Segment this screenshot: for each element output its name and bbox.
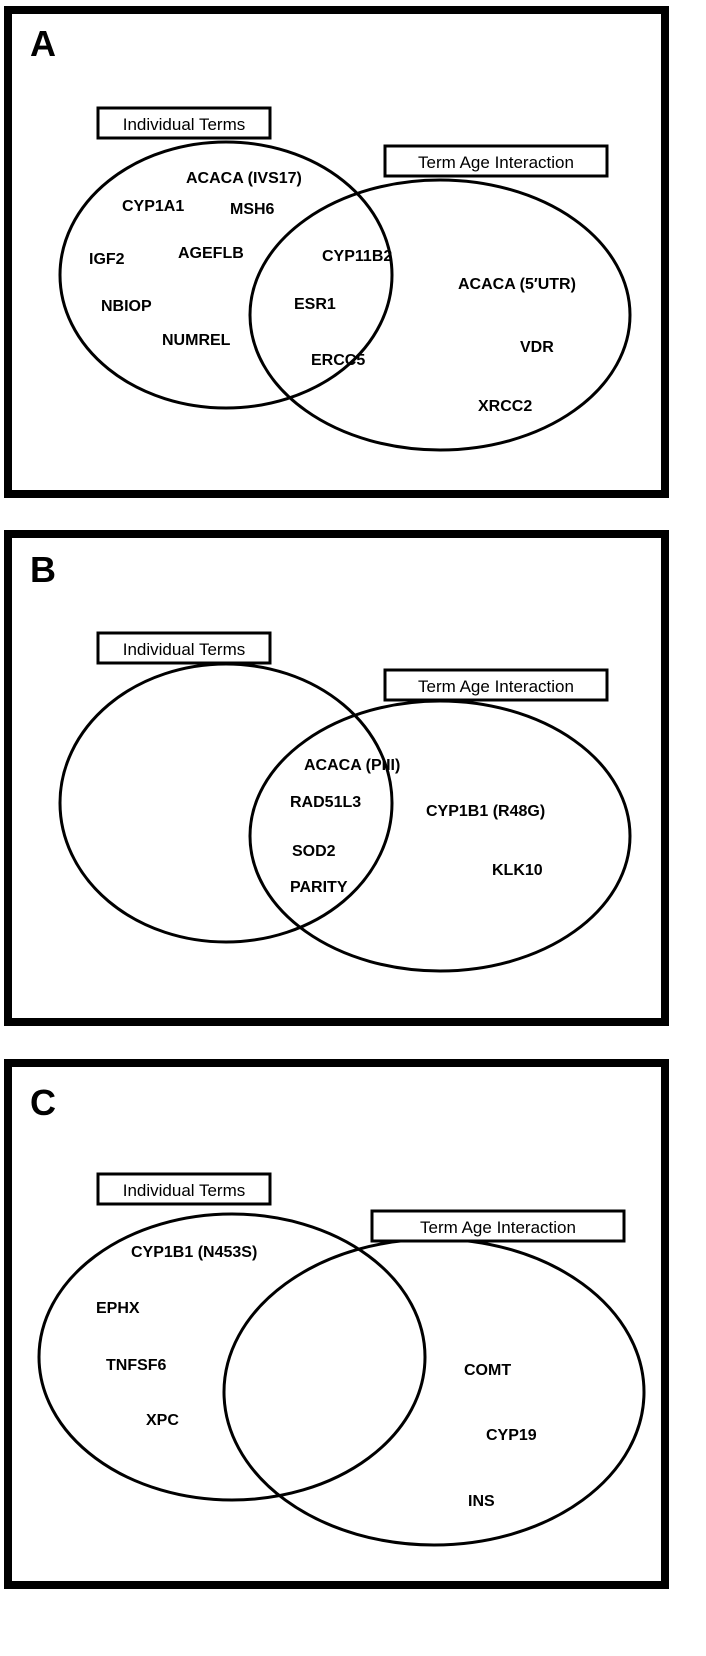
panel-c: C Individual Terms Term Age Interaction … bbox=[4, 1059, 669, 1589]
panel-b-right-label-box bbox=[383, 668, 609, 702]
panel-c-gene: EPHX bbox=[96, 1300, 140, 1317]
panel-a-right-label: Term Age Interaction bbox=[418, 153, 574, 172]
panel-c-gene: TNFSF6 bbox=[106, 1357, 167, 1374]
panel-a-frame bbox=[4, 6, 669, 498]
panel-a-left-circle bbox=[58, 140, 394, 410]
panel-a-left-label-box bbox=[96, 106, 272, 140]
panel-a-gene: AGEFLB bbox=[178, 245, 244, 262]
panel-b-gene: SOD2 bbox=[292, 843, 336, 860]
panel-c-letter: C bbox=[30, 1082, 56, 1123]
panel-a-gene: CYP11B2 bbox=[322, 248, 392, 265]
panel-a-gene: MSH6 bbox=[230, 201, 275, 218]
panel-b: B Individual Terms Term Age Interaction … bbox=[4, 530, 669, 1026]
panel-b-gene: CYP1B1 (R48G) bbox=[426, 803, 545, 820]
panel-c-left-label: Individual Terms bbox=[123, 1181, 246, 1200]
panel-c-gene: CYP1B1 (N453S) bbox=[131, 1244, 257, 1261]
panel-b-letter: B bbox=[30, 549, 56, 590]
panel-b-left-label: Individual Terms bbox=[123, 640, 246, 659]
panel-c-gene: COMT bbox=[464, 1362, 511, 1379]
panel-c-right-circle bbox=[222, 1237, 646, 1547]
panel-b-gene: KLK10 bbox=[492, 862, 543, 879]
panel-b-left-label-box bbox=[96, 631, 272, 665]
panel-c-gene: CYP19 bbox=[486, 1427, 537, 1444]
panel-a-gene: IGF2 bbox=[89, 251, 125, 268]
panel-c-right-label-box bbox=[370, 1209, 626, 1243]
panel-a-left-label: Individual Terms bbox=[123, 115, 246, 134]
panel-c-gene: XPC bbox=[146, 1412, 179, 1429]
panel-b-gene: ACACA (PIII) bbox=[304, 757, 400, 774]
panel-a-gene: ACACA (IVS17) bbox=[186, 170, 302, 187]
panel-a-gene: ERCC5 bbox=[311, 352, 365, 369]
panel-a-gene: VDR bbox=[520, 339, 554, 356]
panel-a-gene: ACACA (5′UTR) bbox=[458, 276, 576, 293]
panel-c-right-label: Term Age Interaction bbox=[420, 1218, 576, 1237]
panel-c-frame bbox=[4, 1059, 669, 1589]
panel-a-letter: A bbox=[30, 23, 56, 64]
panel-b-right-circle bbox=[248, 699, 632, 973]
panel-b-right-label: Term Age Interaction bbox=[418, 677, 574, 696]
panel-a: A Individual Terms Term Age Interaction … bbox=[4, 6, 669, 498]
panel-a-right-circle bbox=[248, 178, 632, 452]
panel-b-gene: RAD51L3 bbox=[290, 794, 361, 811]
panel-c-left-label-box bbox=[96, 1172, 272, 1206]
panel-a-gene: NUMREL bbox=[162, 332, 231, 349]
panel-c-gene: INS bbox=[468, 1493, 495, 1510]
panel-a-gene: CYP1A1 bbox=[122, 198, 184, 215]
panel-a-gene: ESR1 bbox=[294, 296, 336, 313]
panel-c-left-circle bbox=[37, 1212, 427, 1502]
panel-a-right-label-box bbox=[383, 144, 609, 178]
panel-a-gene: XRCC2 bbox=[478, 398, 532, 415]
panel-a-gene: NBIOP bbox=[101, 298, 152, 315]
panel-b-gene: PARITY bbox=[290, 879, 348, 896]
panel-b-frame bbox=[4, 530, 669, 1026]
